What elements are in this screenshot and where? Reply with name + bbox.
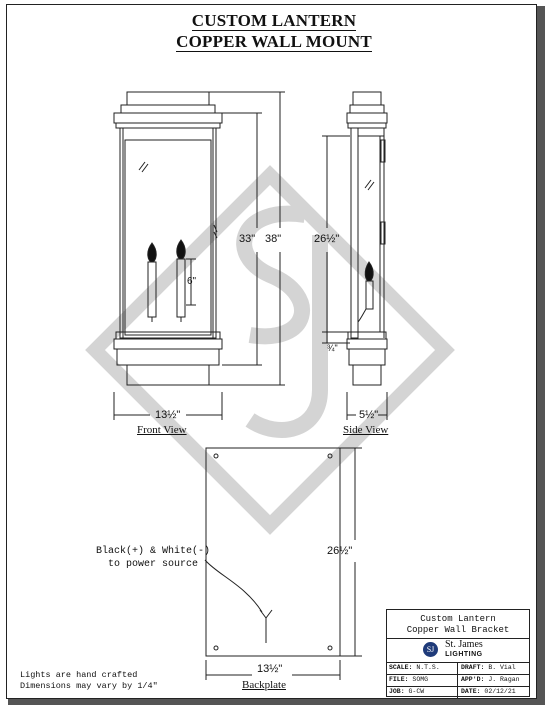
side-view-caption: Side View: [343, 424, 389, 436]
job-value: G-CW: [408, 688, 425, 695]
page-shadow-right: [537, 6, 545, 702]
date-value: 02/12/21: [484, 688, 516, 695]
date-label: DATE:: [461, 688, 481, 695]
title-block: Custom Lantern Copper Wall Bracket SJ St…: [386, 609, 530, 698]
backplate-width-label: 13½": [257, 663, 283, 675]
drawing-title-line2: COPPER WALL MOUNT: [176, 32, 372, 52]
draft-value: B. Vial: [488, 664, 516, 671]
wiring-note-line2: to power source: [108, 559, 199, 570]
side-width-label: 5½": [359, 409, 379, 421]
title-block-row-job: JOB: G-CW DATE: 02/12/21: [387, 686, 529, 698]
drawing-sheet-border: [6, 4, 537, 699]
company-name: St. James LIGHTING: [445, 640, 483, 660]
side-offset-label: ¾": [327, 343, 338, 353]
wiring-note-line1: Black(+) & White(-): [96, 546, 211, 557]
appd-value: J. Ragan: [488, 676, 520, 683]
company-name-sub: LIGHTING: [445, 651, 483, 658]
job-label: JOB:: [389, 688, 405, 695]
front-height-outer-label: 38": [265, 233, 282, 245]
watermark-logo: [85, 165, 455, 535]
front-height-inner-label: 33": [239, 233, 256, 245]
footnote-line2: Dimensions may vary by 1/4": [20, 681, 158, 691]
scale-label: SCALE:: [389, 664, 413, 671]
appd-label: APP'D:: [461, 676, 485, 683]
side-view-lantern: [322, 91, 388, 420]
title-block-row-scale: SCALE: N.T.S. DRAFT: B. Vial: [387, 662, 529, 675]
project-line1: Custom Lantern: [420, 614, 496, 624]
footnote: Lights are hand crafted Dimensions may v…: [20, 670, 158, 692]
front-view-lantern: [113, 91, 285, 420]
drawing-title-line1: CUSTOM LANTERN: [191, 11, 357, 31]
backplate-drawing: [204, 447, 362, 680]
title-block-project: Custom Lantern Copper Wall Bracket: [387, 610, 529, 639]
page-shadow-bottom: [8, 699, 545, 705]
company-name-main: St. James: [445, 639, 483, 650]
file-label: FILE:: [389, 676, 409, 683]
draft-label: DRAFT:: [461, 664, 485, 671]
footnote-line1: Lights are hand crafted: [20, 670, 138, 680]
front-width-label: 13½": [155, 409, 181, 421]
backplate-height-label: 26½": [327, 545, 353, 557]
backplate-caption: Backplate: [242, 679, 286, 691]
file-value: SOMG: [412, 676, 429, 683]
title-block-row-file: FILE: SOMG APP'D: J. Ragan: [387, 674, 529, 687]
company-logo-mark: SJ: [423, 642, 438, 657]
side-height-label: 26½": [314, 233, 340, 245]
project-line2: Copper Wall Bracket: [406, 625, 510, 635]
company-logo: SJ St. James LIGHTING: [387, 639, 529, 663]
scale-value: N.T.S.: [416, 664, 440, 671]
candle-height-label: 6": [187, 276, 197, 287]
wiring-note: Black(+) & White(-) to power source: [96, 545, 210, 571]
front-view-caption: Front View: [137, 424, 187, 436]
